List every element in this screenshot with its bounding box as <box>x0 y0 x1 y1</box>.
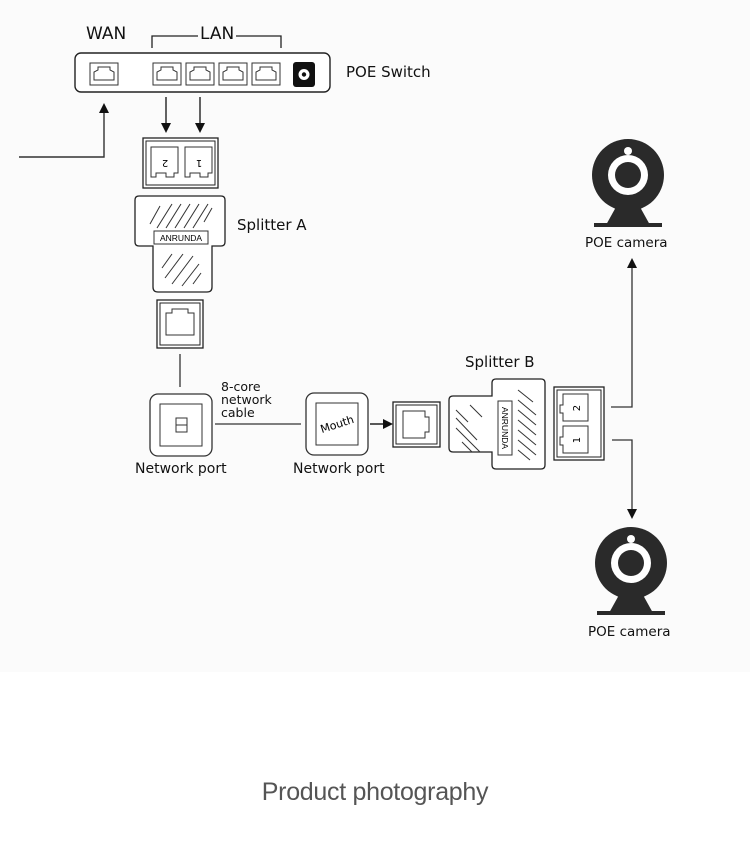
brand-plate <box>153 230 209 245</box>
wan-port <box>89 62 119 86</box>
lan-bracket <box>151 35 282 48</box>
network-port-left-label: Network port <box>135 461 227 477</box>
lan-label: LAN <box>200 24 235 44</box>
splitter-b-dual-port <box>553 386 605 461</box>
splitter-a-single-port <box>156 299 204 349</box>
splitter-a-body <box>134 195 226 293</box>
splitter-a-dual-port <box>142 137 219 189</box>
splitter-b <box>392 378 605 470</box>
webcam-icon <box>592 139 664 227</box>
brand-plate <box>497 400 513 456</box>
wan-cable <box>19 103 109 158</box>
splitter-a-label: Splitter A <box>237 216 307 234</box>
poe-switch <box>74 52 331 93</box>
camera-top-label: POE camera <box>585 235 668 251</box>
vent-slots <box>455 389 537 461</box>
network-port-right <box>305 392 369 456</box>
splitter-a-port-2-number: 2 <box>162 157 168 168</box>
cable-label-line-3: cable <box>221 405 255 420</box>
splitter-b-label: Splitter B <box>465 353 535 371</box>
splitter-a-port-1-number: 1 <box>196 157 202 168</box>
lan-port-4 <box>251 62 281 86</box>
splitter-a <box>134 137 226 349</box>
splitter-a-brand: ANRUNDA <box>160 233 202 243</box>
cable-label-line-2: network <box>221 392 272 407</box>
network-port-right-label: Network port <box>293 461 385 477</box>
poe-switch-label: POE Switch <box>346 63 431 81</box>
camera-bottom-label: POE camera <box>588 624 671 640</box>
lan-ports <box>152 62 281 86</box>
splitter-b-port-1-number: 1 <box>572 437 583 443</box>
lan-port-2 <box>185 62 215 86</box>
webcam-icon <box>595 527 667 615</box>
lan-port-3 <box>218 62 248 86</box>
footer-caption: Product photography <box>261 778 489 806</box>
camera-bottom-cable <box>612 439 637 519</box>
lan-port-1 <box>152 62 182 86</box>
vent-slots <box>149 203 213 287</box>
network-port-left <box>149 393 213 457</box>
power-jack-icon <box>293 62 315 87</box>
splitter-b-body <box>448 378 546 470</box>
splitter-b-single-port <box>392 401 441 448</box>
cable-label-line-1: 8-core <box>221 379 261 394</box>
network-diagram: 2 1 ANRUNDA ANRUNDA 2 1 Mouth <box>19 35 667 615</box>
camera-top-cable <box>611 258 637 408</box>
splitter-b-brand: ANRUNDA <box>500 407 510 449</box>
wan-label: WAN <box>86 24 127 44</box>
cable-label: 8-core network cable <box>221 380 272 419</box>
splitter-b-port-2-number: 2 <box>572 405 583 411</box>
